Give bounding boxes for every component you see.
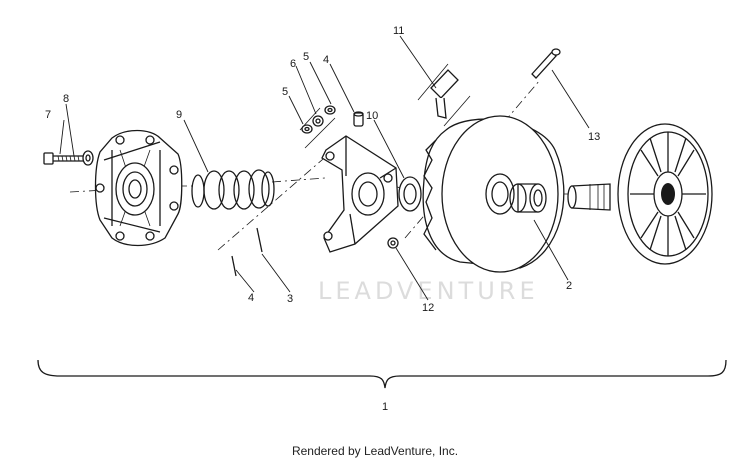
callout-2: 2 — [566, 280, 572, 292]
assembly-bracket — [37, 359, 727, 389]
spring-part-9 — [191, 169, 275, 210]
roller-pin-part-3 — [256, 227, 263, 253]
callout-numbers: 8 7 9 6 5 5 4 10 11 13 2 12 3 4 1 — [45, 25, 600, 413]
callout-5-left: 5 — [282, 86, 288, 98]
fixed-sheave-assembly — [567, 123, 713, 265]
pin-part-13 — [531, 48, 561, 79]
callout-1: 1 — [382, 401, 388, 413]
bushing-part-4 — [353, 111, 364, 127]
guide-lines-washers — [299, 107, 336, 149]
callout-9: 9 — [176, 109, 182, 121]
callout-5-top: 5 — [303, 51, 309, 63]
callout-12: 12 — [422, 302, 434, 314]
roller-pin-part-4 — [231, 255, 237, 277]
callout-3: 3 — [287, 293, 293, 305]
washer-part-5-right — [324, 105, 336, 115]
clutch-cover-assembly — [94, 129, 183, 247]
nut-part-12 — [387, 237, 399, 249]
bushing-part-2 — [509, 183, 547, 213]
callout-8: 8 — [63, 93, 69, 105]
washer-part-8 — [82, 150, 94, 166]
callout-leader-lines — [59, 35, 590, 301]
callout-13: 13 — [588, 131, 600, 143]
watermark-text: LEADVENTURE — [318, 277, 539, 305]
washer-part-5-left — [301, 124, 313, 134]
movable-sheave-part-2 — [422, 115, 565, 273]
callout-10: 10 — [366, 110, 378, 122]
callout-6: 6 — [290, 58, 296, 70]
spider-center — [321, 135, 399, 253]
washer-part-6 — [312, 115, 324, 127]
callout-7: 7 — [45, 109, 51, 121]
weight-part-11 — [417, 63, 471, 127]
bolt-part-7 — [43, 152, 83, 165]
callout-4-top: 4 — [323, 54, 329, 66]
callout-11: 11 — [393, 25, 404, 37]
callout-4-bottom: 4 — [248, 292, 254, 304]
washer-part-10 — [398, 176, 422, 212]
footer-credit: Rendered by LeadVenture, Inc. — [291, 444, 459, 458]
